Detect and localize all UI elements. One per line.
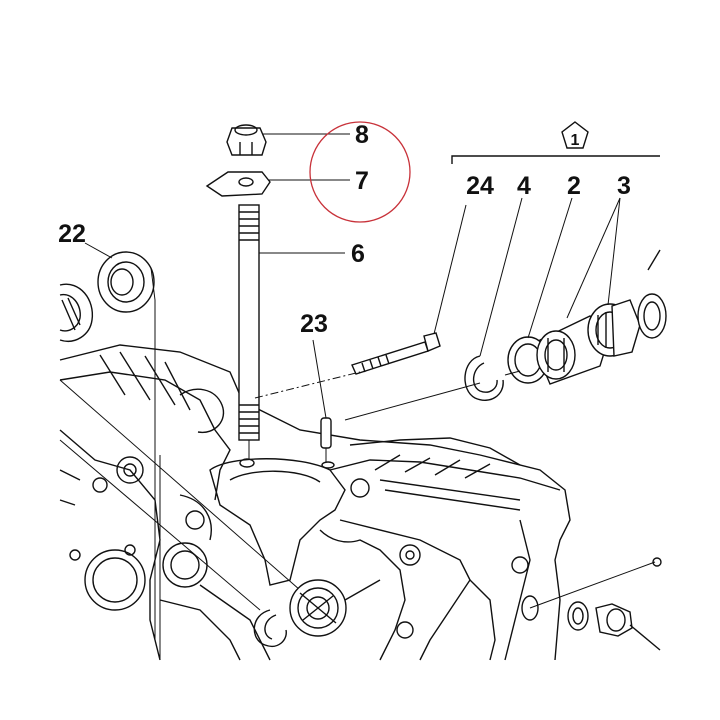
- stud-assembly: [205, 124, 335, 469]
- callout-23: 23: [300, 310, 328, 338]
- callout-8: 8: [355, 121, 369, 149]
- group-label: 1: [571, 132, 580, 149]
- shaft-parts: [97, 249, 667, 640]
- callout-2: 2: [567, 172, 581, 200]
- engine-casing: [59, 283, 662, 661]
- leader-lines: [84, 121, 660, 419]
- callout-labels: 1 8 7 6 22 23 24 4 2 3: [58, 121, 631, 338]
- highlight-circle: [309, 121, 411, 223]
- callout-24: 24: [466, 172, 494, 200]
- callout-3: 3: [617, 172, 631, 200]
- callout-6: 6: [351, 240, 365, 268]
- callout-4: 4: [517, 172, 531, 200]
- callout-7: 7: [355, 167, 369, 195]
- callout-22: 22: [58, 220, 86, 248]
